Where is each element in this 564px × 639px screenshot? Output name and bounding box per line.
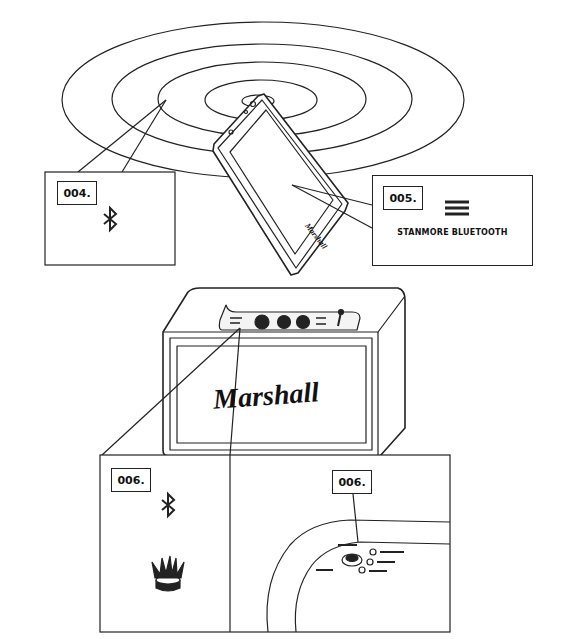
callout-text: STANMORE BLUETOOTH [373, 228, 532, 237]
callout-number: 005. [383, 186, 423, 210]
callout-005 [292, 175, 533, 266]
speaker-drawing [163, 288, 405, 460]
glow-knob [152, 556, 184, 591]
phone-drawing [213, 94, 348, 275]
callout-004 [45, 100, 175, 265]
callout-number-text: 004. [63, 187, 90, 200]
callout-number: 004. [57, 181, 97, 205]
callout-box: STANMORE BLUETOOTH 005. [372, 175, 533, 266]
callout-number-text: 006. [117, 474, 144, 487]
callout-number: 006. [111, 468, 151, 492]
zoom-panel [267, 494, 450, 632]
callout-006 [100, 328, 450, 632]
callout-number-text: 006. [338, 476, 365, 489]
callout-number-text: 005. [389, 192, 416, 205]
callout-number: 006. [332, 470, 372, 494]
